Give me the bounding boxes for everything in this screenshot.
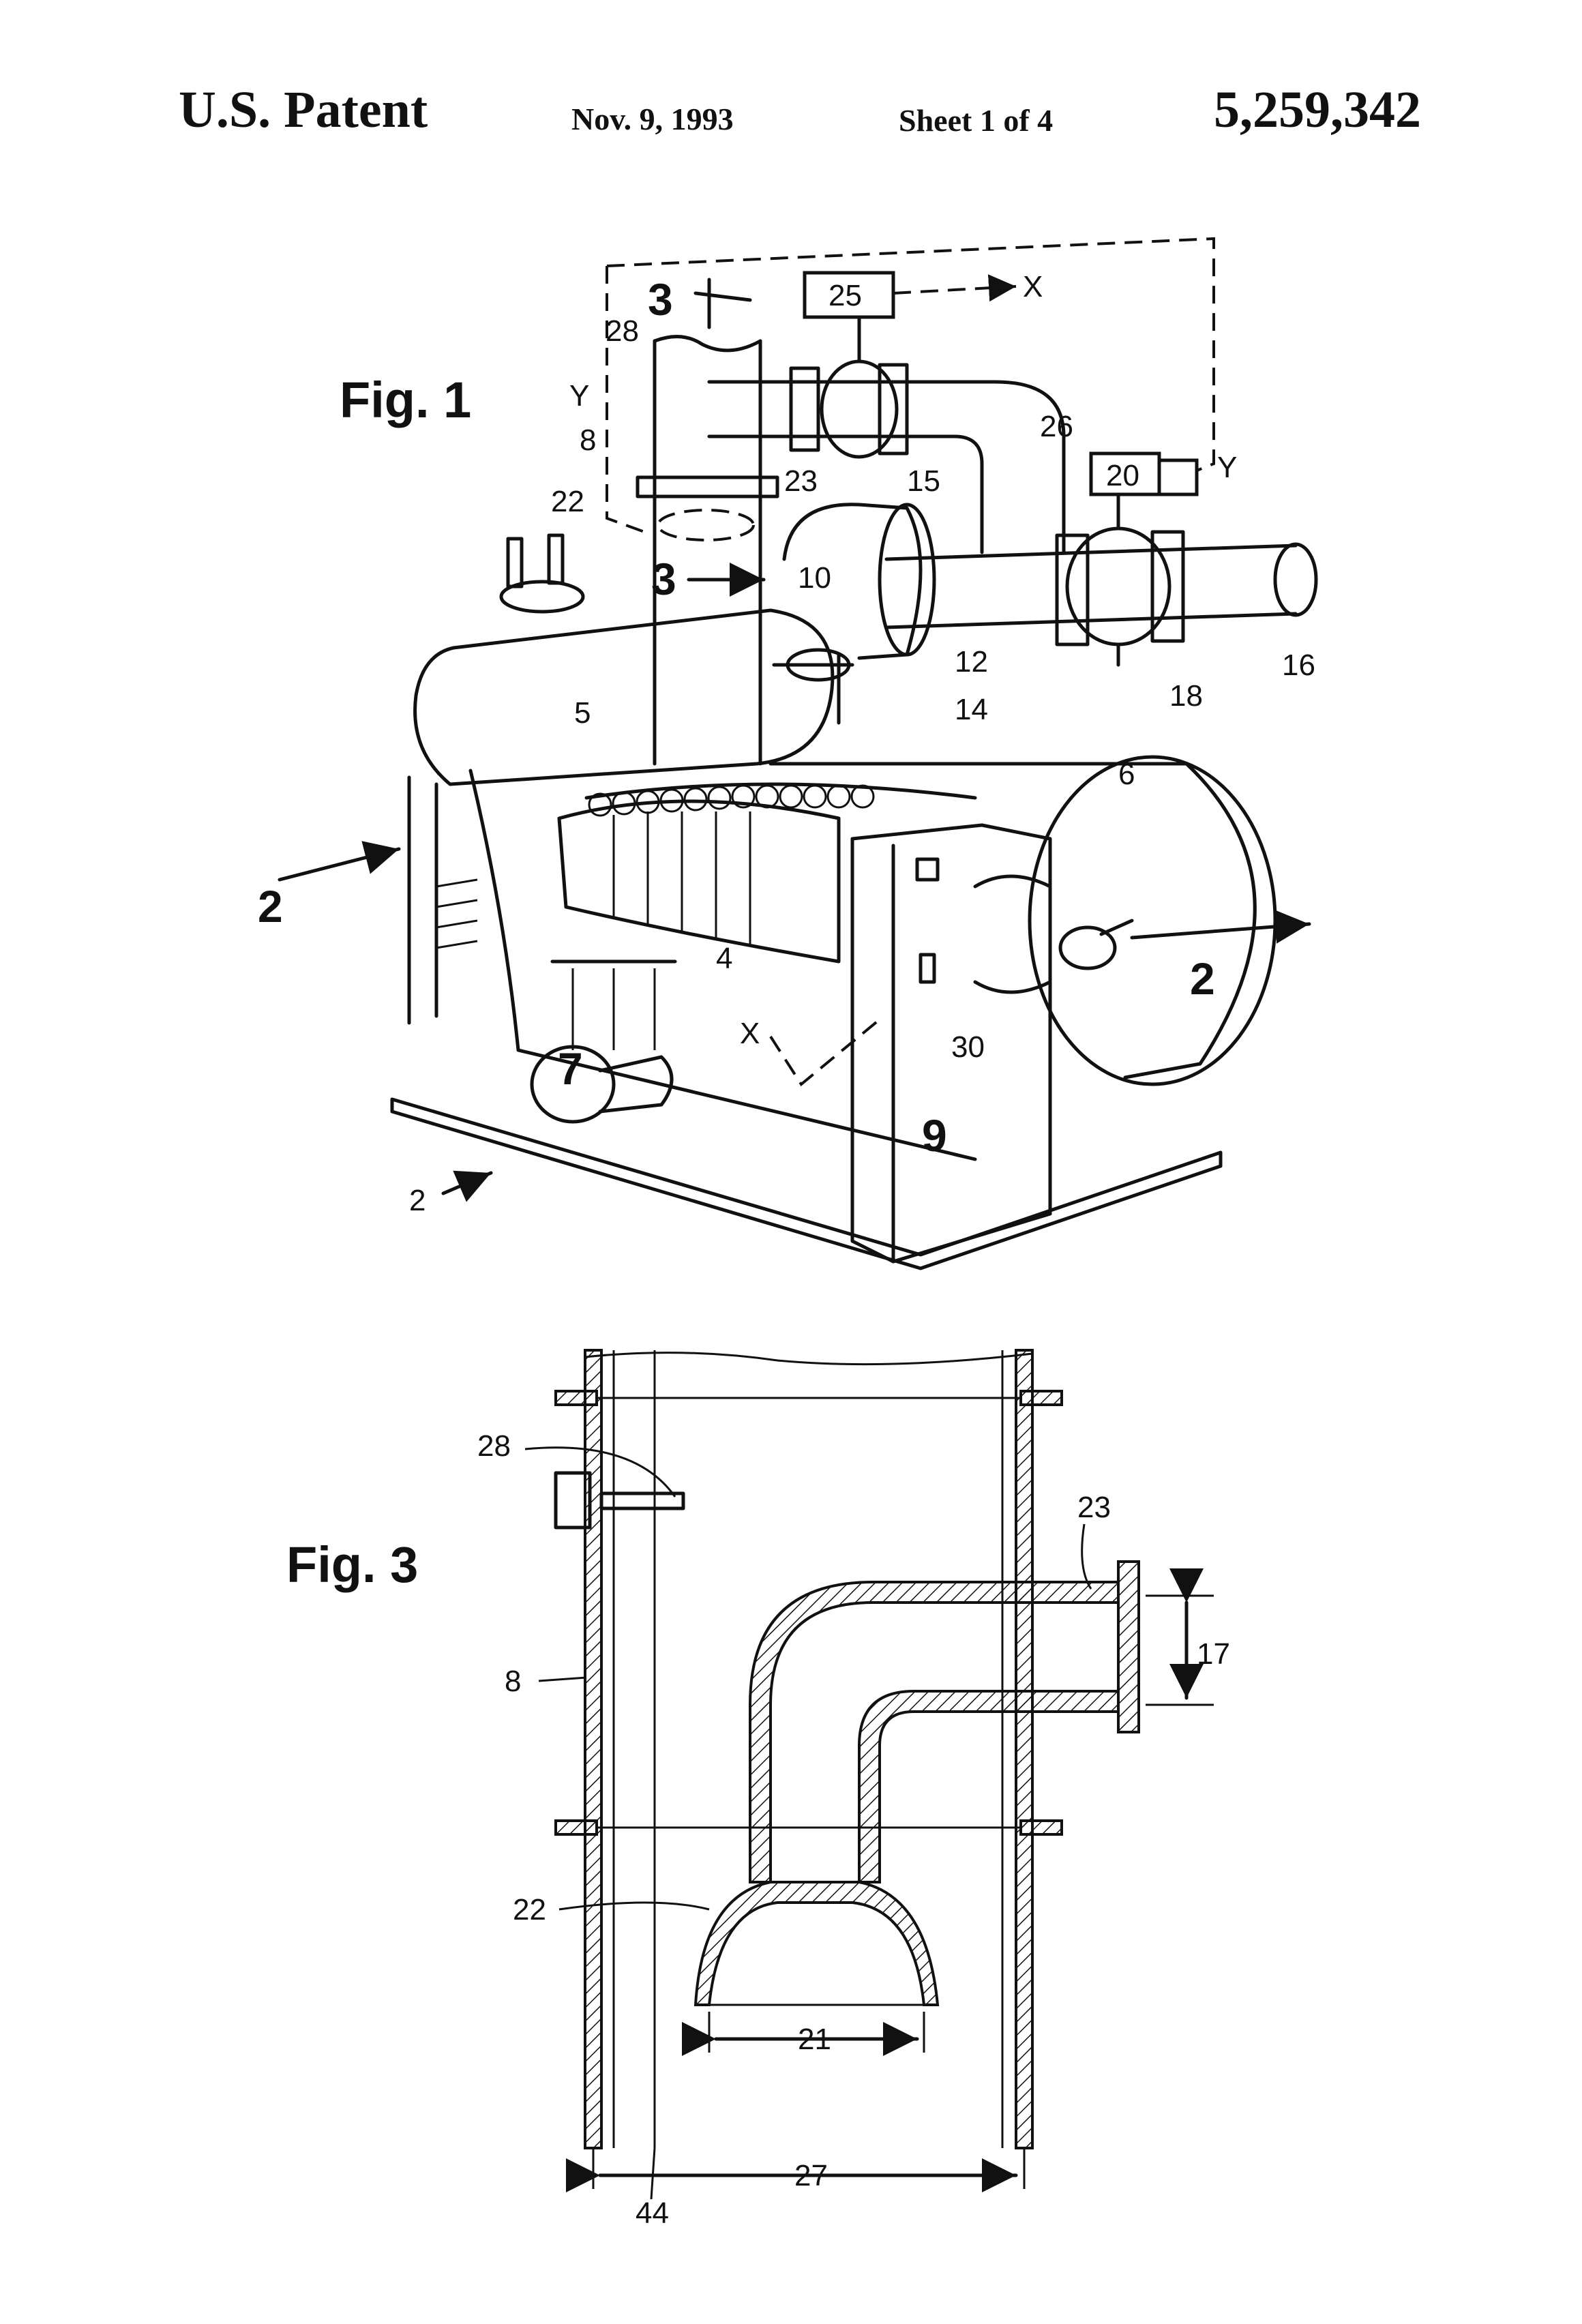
ref-14: 14 xyxy=(955,693,988,726)
ref-5: 5 xyxy=(574,696,591,730)
fig1-title: Fig. 1 xyxy=(340,372,471,428)
water-column xyxy=(409,777,477,1023)
ref-x-top: X xyxy=(1023,270,1043,303)
flange-bottom-right xyxy=(1021,1821,1062,1834)
ref-3-top: 3 xyxy=(648,274,673,325)
ref-16: 16 xyxy=(1282,649,1315,682)
ref-10: 10 xyxy=(798,561,831,595)
ref-28-fig3: 28 xyxy=(477,1429,511,1463)
ref-2-bottom-arrow xyxy=(443,1173,491,1193)
ref-27-fig3: 27 xyxy=(794,2159,828,2192)
heat-exchanger xyxy=(784,505,934,723)
ref-18: 18 xyxy=(1169,679,1203,713)
flange-bottom-left xyxy=(556,1821,597,1834)
boiler-shell xyxy=(392,757,1275,1268)
duct-flange xyxy=(1118,1562,1139,1732)
ref-28: 28 xyxy=(606,314,639,348)
bypass-piping xyxy=(709,317,1064,552)
ref-8: 8 xyxy=(580,423,596,457)
section-2-left-arrow xyxy=(280,849,399,880)
burner xyxy=(975,876,1132,992)
steam-drum xyxy=(415,535,852,784)
outlet-pipe xyxy=(886,494,1316,665)
tube-row xyxy=(589,786,874,816)
controller-20-side xyxy=(1159,460,1197,494)
ref-22-fig3: 22 xyxy=(513,1893,546,1926)
stack-wall-right xyxy=(1016,1350,1032,2148)
ref-44-fig3: 44 xyxy=(636,2196,669,2230)
section-3-top-arrow xyxy=(696,280,750,327)
flange-top-right xyxy=(1021,1391,1062,1405)
ref-2-bottom: 2 xyxy=(409,1184,426,1217)
combustion-tube xyxy=(559,784,975,962)
ref-x-mid: X xyxy=(740,1017,760,1050)
ref-2-left: 2 xyxy=(258,881,283,932)
exhaust-stack xyxy=(638,337,777,764)
intake-hood xyxy=(696,1882,938,2005)
ref-23-fig3: 23 xyxy=(1077,1491,1111,1524)
x-signal-arrow xyxy=(893,286,1016,293)
ref-7: 7 xyxy=(558,1043,583,1094)
ref-3-mid: 3 xyxy=(651,554,676,604)
ref-15: 15 xyxy=(907,464,940,498)
ref-y-right: Y xyxy=(1217,451,1237,484)
ref-6: 6 xyxy=(1118,758,1135,791)
ref-20: 20 xyxy=(1106,459,1139,492)
ref-17-fig3: 17 xyxy=(1197,1637,1230,1671)
ref-23: 23 xyxy=(784,464,818,498)
fig3-title: Fig. 3 xyxy=(286,1536,418,1593)
flange-top-left xyxy=(556,1391,597,1405)
section-2-right-arrow xyxy=(1132,924,1309,938)
ref-21-fig3: 21 xyxy=(798,2023,831,2056)
ref-30: 30 xyxy=(951,1030,985,1064)
ref-2-right: 2 xyxy=(1190,953,1215,1004)
ref-25: 25 xyxy=(829,279,862,312)
stack-wall-left xyxy=(585,1350,601,2148)
ref-9: 9 xyxy=(922,1110,947,1161)
x-signal-line xyxy=(771,1019,880,1084)
ref-12: 12 xyxy=(955,645,988,679)
ref-8-fig3: 8 xyxy=(505,1665,521,1698)
figure-1: Fig. 1 25 X 20 Y xyxy=(258,239,1316,1268)
ref-4: 4 xyxy=(716,942,732,975)
ref-y-left: Y xyxy=(569,379,589,413)
elbow-duct xyxy=(750,1582,1118,1882)
figure-3: Fig. 3 17 21 xyxy=(286,1350,1230,2230)
ref-26: 26 xyxy=(1040,410,1073,443)
ref-22: 22 xyxy=(551,485,584,518)
feed-pump xyxy=(532,962,675,1122)
